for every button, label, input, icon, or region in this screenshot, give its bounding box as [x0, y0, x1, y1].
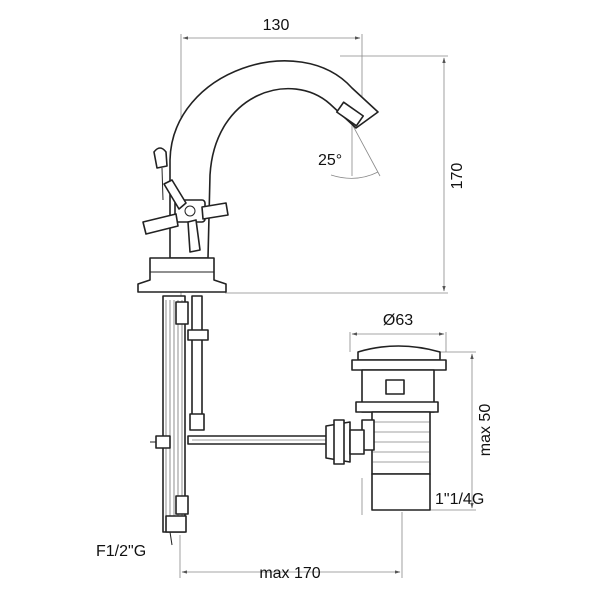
label-waste-diameter: Ø63	[383, 312, 413, 329]
label-waste-height: max 50	[477, 404, 494, 457]
label-spout-angle: 25°	[318, 152, 342, 169]
faucet-body	[137, 60, 379, 293]
label-hose-thread: F1/2"G	[96, 543, 146, 560]
label-height: 170	[449, 163, 466, 190]
threaded-rod	[187, 295, 209, 431]
pop-up-rod	[150, 435, 331, 449]
dimension-height-170	[225, 55, 448, 294]
dimension-diameter-63	[349, 332, 447, 352]
dimension-angle-25	[330, 123, 381, 179]
dimension-rod-170	[179, 478, 403, 578]
label-rod-length: max 170	[259, 565, 320, 582]
supply-hose	[162, 295, 189, 546]
cross-handle	[142, 179, 229, 253]
label-spout-reach: 130	[263, 17, 290, 34]
label-waste-thread: 1"1/4G	[435, 491, 484, 508]
pop-up-waste	[325, 345, 447, 511]
